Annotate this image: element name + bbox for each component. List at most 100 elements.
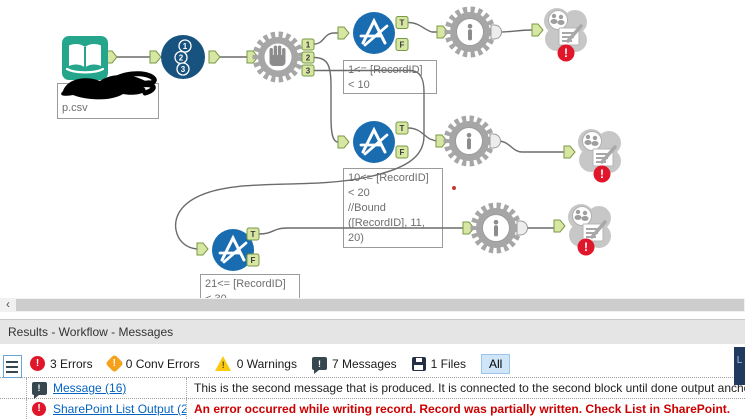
svg-text:!: ! <box>584 240 588 254</box>
pencil-icon <box>600 145 617 164</box>
conv-errors-count: 0 Conv Errors <box>125 356 200 371</box>
annotation-filter1[interactable]: 1<= [RecordID] < 10 <box>343 60 437 94</box>
tool-filter-1[interactable] <box>353 12 395 54</box>
annotation-filter2[interactable]: 10<= [RecordID] < 20 //Bound ([RecordID]… <box>343 168 443 248</box>
message-icon: ! <box>31 381 47 399</box>
annotation-filter3[interactable]: 21<= [RecordID] < 30 <box>200 274 300 298</box>
anchor-browse3-in <box>462 221 475 235</box>
files-filter[interactable]: 1 Files <box>411 356 467 371</box>
row-left-gutter <box>0 378 27 398</box>
anchor-filter1-in <box>337 26 350 40</box>
results-panel: Results - Workflow - Messages L ! 3 Erro… <box>0 319 745 419</box>
tool-sharepoint-output-1[interactable] <box>544 8 587 52</box>
annotation-input-file-text: p.csv <box>62 102 88 114</box>
error-message-text: An error occurred while writing record. … <box>194 402 731 416</box>
redaction-scribble <box>61 71 157 100</box>
anchor-F-label: F <box>400 148 405 157</box>
canvas-horizontal-scrollbar[interactable]: ‹ <box>0 298 745 312</box>
scroll-left-button[interactable]: ‹ <box>0 298 16 312</box>
info-icon <box>466 132 472 150</box>
anchor-3-label: 3 <box>306 67 311 76</box>
document-icon <box>558 27 580 46</box>
message-list-toggle-icon[interactable] <box>3 355 22 378</box>
info-icon <box>467 23 473 41</box>
recordid-1: 1 <box>183 42 188 51</box>
tool-browse-2[interactable] <box>443 115 495 167</box>
anchor-block-in <box>246 50 259 64</box>
document-icon <box>592 148 614 167</box>
messages-filter[interactable]: ! 7 Messages <box>311 356 397 374</box>
recordid-2: 2 <box>179 54 184 63</box>
input-anchors[interactable] <box>105 23 576 256</box>
error-source-link[interactable]: SharePoint List Output (22) <box>53 402 186 416</box>
anchor-browse1-in <box>436 25 449 39</box>
connection-browse2-to-output2 <box>497 140 564 153</box>
message-row-1[interactable]: ! Message (16) This is the second messag… <box>0 377 745 399</box>
anchor-output2-in <box>563 145 576 159</box>
files-icon <box>411 356 426 371</box>
filter3-tf-anchors[interactable]: T F <box>246 227 260 267</box>
anchor-browse3-out[interactable] <box>516 220 528 236</box>
anchor-F-label: F <box>400 41 405 50</box>
tool-sharepoint-output-3[interactable] <box>568 204 611 248</box>
red-mark <box>452 186 456 190</box>
people-icon <box>572 206 592 226</box>
conv-errors-filter[interactable]: ! 0 Conv Errors <box>104 354 200 373</box>
filter1-tf-anchors[interactable]: T F <box>395 16 409 51</box>
message-source-link[interactable]: Message (16) <box>53 381 127 395</box>
anchor-T-label: T <box>251 230 256 239</box>
anchor-filter3-in <box>196 242 209 256</box>
tool-filter-2[interactable] <box>353 121 395 163</box>
errors-count: 3 Errors <box>50 356 93 371</box>
svg-text:!: ! <box>564 46 568 60</box>
messages-count: 7 Messages <box>331 356 397 371</box>
error-icon: ! <box>32 402 46 416</box>
all-filter-button[interactable]: All <box>481 353 511 374</box>
recordid-3: 3 <box>181 65 186 74</box>
filter2-tf-anchors[interactable]: T F <box>395 121 409 159</box>
gear-ring <box>252 31 304 83</box>
warnings-count: 0 Warnings <box>236 356 297 371</box>
anchor-output3-in <box>553 219 566 233</box>
tool-filter-3[interactable] <box>212 229 254 271</box>
connection-block2-to-filter2 <box>313 56 339 143</box>
error-badge-1: ! <box>557 44 575 62</box>
anchor-browse2-out[interactable] <box>489 133 501 149</box>
connections <box>117 21 564 250</box>
tool-sharepoint-output-2[interactable] <box>578 129 621 173</box>
results-header: Results - Workflow - Messages <box>0 319 745 344</box>
error-badge-3: ! <box>577 238 595 256</box>
message-icon: ! <box>311 357 327 374</box>
tool-browse-1[interactable] <box>444 6 496 58</box>
document-icon <box>582 223 604 242</box>
info-icon <box>493 219 499 237</box>
errors-filter[interactable]: ! 3 Errors <box>30 356 93 371</box>
files-count: 1 Files <box>430 356 467 371</box>
tool-browse-3[interactable] <box>470 202 522 254</box>
anchor-recordid-out <box>208 50 221 64</box>
anchor-browse2-in <box>435 134 448 148</box>
anchor-filter2-in <box>337 135 350 149</box>
anchor-T-label: T <box>400 124 405 133</box>
anchor-input-out <box>105 50 118 64</box>
people-icon <box>582 131 602 151</box>
warning-icon: ! <box>214 356 232 371</box>
workflow-canvas[interactable]: p.csv 1<= [RecordID] < 10 10<= [RecordID… <box>0 0 745 298</box>
message-text: This is the second message that is produ… <box>194 381 745 395</box>
results-title: Results - Workflow - Messages <box>8 325 174 339</box>
right-edge-button[interactable]: L <box>734 347 745 385</box>
anchor-output1-in <box>531 23 544 37</box>
block-output-anchors[interactable]: 1 2 3 <box>301 38 315 77</box>
warnings-filter[interactable]: ! 0 Warnings <box>214 356 297 371</box>
anchor-browse1-out[interactable] <box>490 24 502 40</box>
svg-text:!: ! <box>600 167 604 181</box>
tool-record-id[interactable]: 1 2 3 <box>161 35 205 79</box>
tool-block-until-done[interactable]: 1 2 3 <box>252 31 315 83</box>
hand-icon <box>269 45 286 66</box>
results-toolbar: ! 3 Errors ! 0 Conv Errors ! 0 Warnings … <box>0 344 745 377</box>
scrollbar-thumb[interactable] <box>16 299 744 311</box>
error-badge-2: ! <box>593 165 611 183</box>
connection-browse1-to-output1 <box>498 29 533 33</box>
message-row-2[interactable]: ! SharePoint List Output (22) An error o… <box>0 398 745 419</box>
